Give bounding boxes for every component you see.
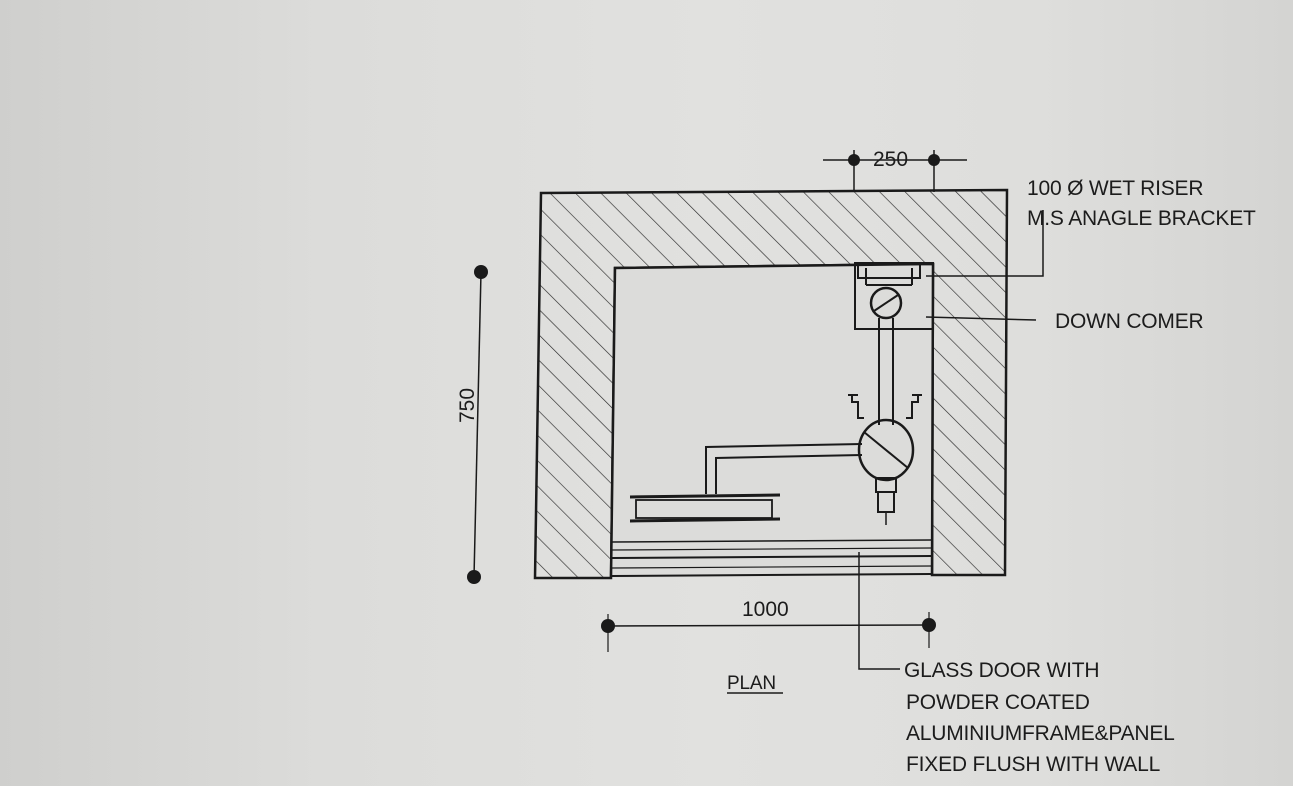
dimension-750-label: 750 — [456, 388, 479, 423]
dimension-250-label: 250 — [873, 148, 908, 171]
valve-bracket — [848, 394, 922, 419]
callout-glass-door-1: GLASS DOOR WITH — [904, 659, 1099, 682]
down-comer-pipe — [878, 318, 894, 425]
hose-reel — [629, 493, 781, 523]
wet-riser — [869, 286, 903, 320]
dimension-top: 250 — [823, 148, 967, 192]
dimension-bottom: 1000 — [601, 598, 936, 652]
hose-pipe — [705, 443, 863, 494]
leader-lines — [858, 210, 1044, 670]
callout-glass-door-4: FIXED FLUSH WITH WALL — [906, 753, 1160, 776]
plan-title: PLAN — [727, 673, 776, 694]
callout-down-comer: DOWN COMER — [1055, 310, 1204, 333]
callout-wet-riser: 100 Ø WET RISER — [1027, 177, 1203, 200]
dimension-left: 750 — [456, 265, 488, 584]
landing-valve — [857, 418, 915, 525]
callout-bracket: M.S ANAGLE BRACKET — [1027, 207, 1256, 230]
callout-glass-door-3: ALUMINIUMFRAME&PANEL — [906, 722, 1175, 745]
callout-glass-door-2: POWDER COATED — [906, 691, 1090, 714]
glass-door — [611, 539, 932, 577]
dimension-1000-label: 1000 — [742, 598, 789, 621]
